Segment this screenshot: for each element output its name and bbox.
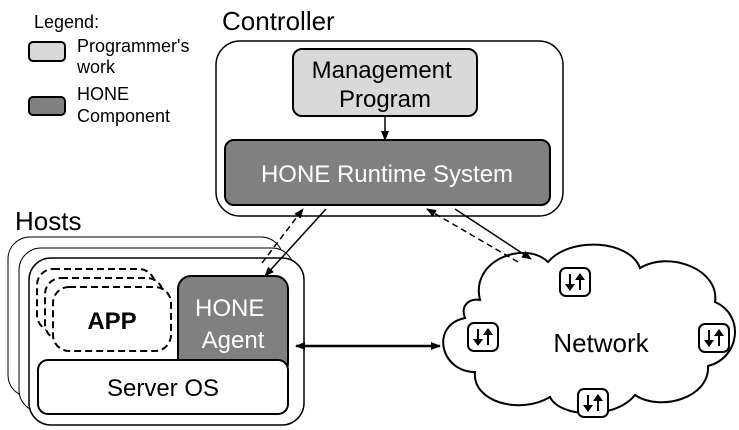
runtime-to-network-arrow [454, 208, 532, 260]
legend-swatch-programmers-work [28, 41, 66, 62]
controller: Controller Management Program HONE Runti… [215, 6, 564, 217]
legend-swatch-hone-component [28, 96, 66, 116]
hone-agent-label: HONE Agent [195, 295, 271, 354]
switch-icon [559, 267, 591, 297]
runtime-to-agent-arrow [264, 208, 327, 277]
connections [261, 208, 532, 350]
cloud-shape [442, 243, 736, 415]
network-to-runtime-dashed-arrow [426, 208, 519, 263]
management-program-label: Management Program [312, 57, 459, 113]
server-os-label: Server OS [107, 375, 219, 402]
network-cloud: Network [442, 243, 736, 418]
app-label: APP [87, 308, 136, 335]
server-os-box [37, 359, 289, 415]
runtime-system-box [224, 139, 551, 206]
runtime-system-label: HONE Runtime System [261, 161, 513, 188]
agent-to-runtime-dashed-arrow [261, 208, 304, 264]
network-label: Network [553, 328, 649, 358]
switch-icon [577, 388, 609, 418]
legend-title: Legend: [34, 12, 99, 32]
hosts: Hosts APP HONE Agent Server OS [7, 206, 305, 426]
legend: Legend: Programmer's work HONE Component [28, 12, 194, 126]
app-box [52, 286, 172, 352]
switch-icon [698, 323, 730, 353]
legend-label-hone-component: HONE Component [77, 84, 170, 126]
legend-label-programmers-work: Programmer's work [76, 36, 194, 77]
controller-title: Controller [222, 6, 335, 36]
app-stack: APP [36, 268, 172, 352]
hosts-title: Hosts [15, 206, 81, 236]
switch-icon [467, 322, 499, 352]
